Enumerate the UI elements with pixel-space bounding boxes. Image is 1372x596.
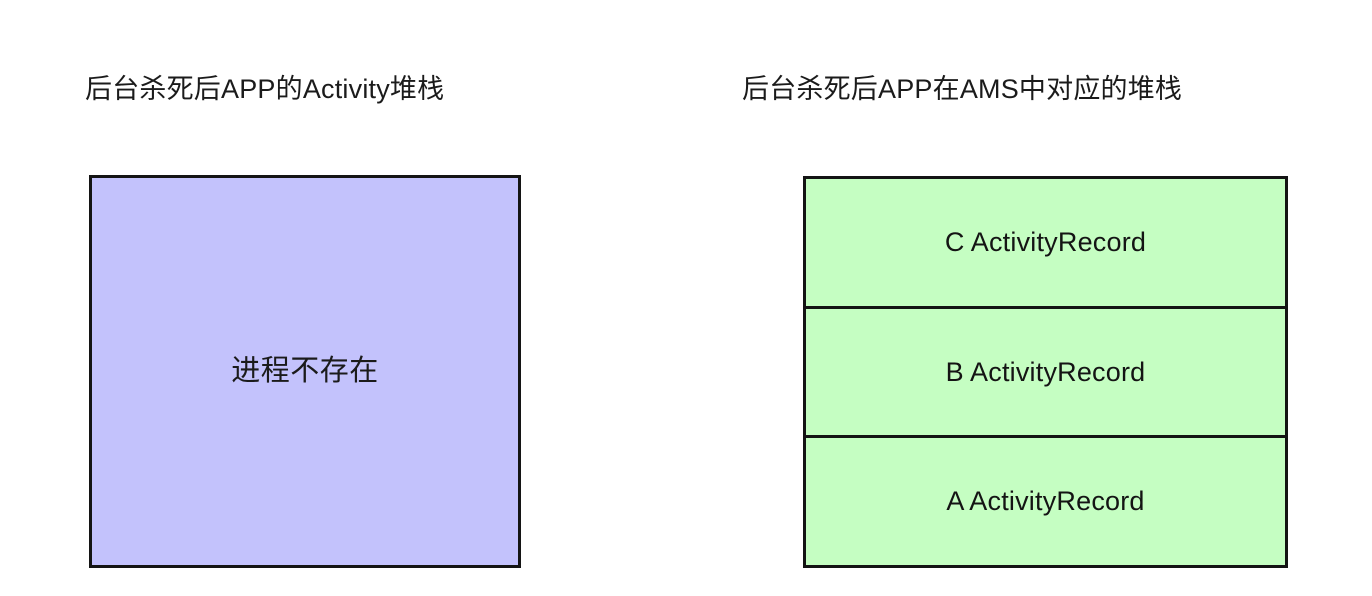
ams-activity-record-stack-box: C ActivityRecord B ActivityRecord A Acti…: [803, 176, 1288, 568]
activity-record-label-b: B ActivityRecord: [945, 356, 1146, 387]
activity-record-label-a: A ActivityRecord: [946, 486, 1145, 517]
activity-record-cell-a: A ActivityRecord: [806, 438, 1285, 566]
left-panel-title: 后台杀死后APP的Activity堆栈: [85, 74, 445, 104]
process-not-exist-label: 进程不存在: [231, 355, 379, 387]
activity-record-cell-b: B ActivityRecord: [806, 308, 1285, 439]
activity-record-cell-c: C ActivityRecord: [806, 179, 1285, 309]
activity-record-label-c: C ActivityRecord: [944, 226, 1147, 257]
app-activity-stack-box: 进程不存在: [89, 175, 521, 568]
right-panel-title: 后台杀死后APP在AMS中对应的堆栈: [742, 74, 1183, 104]
